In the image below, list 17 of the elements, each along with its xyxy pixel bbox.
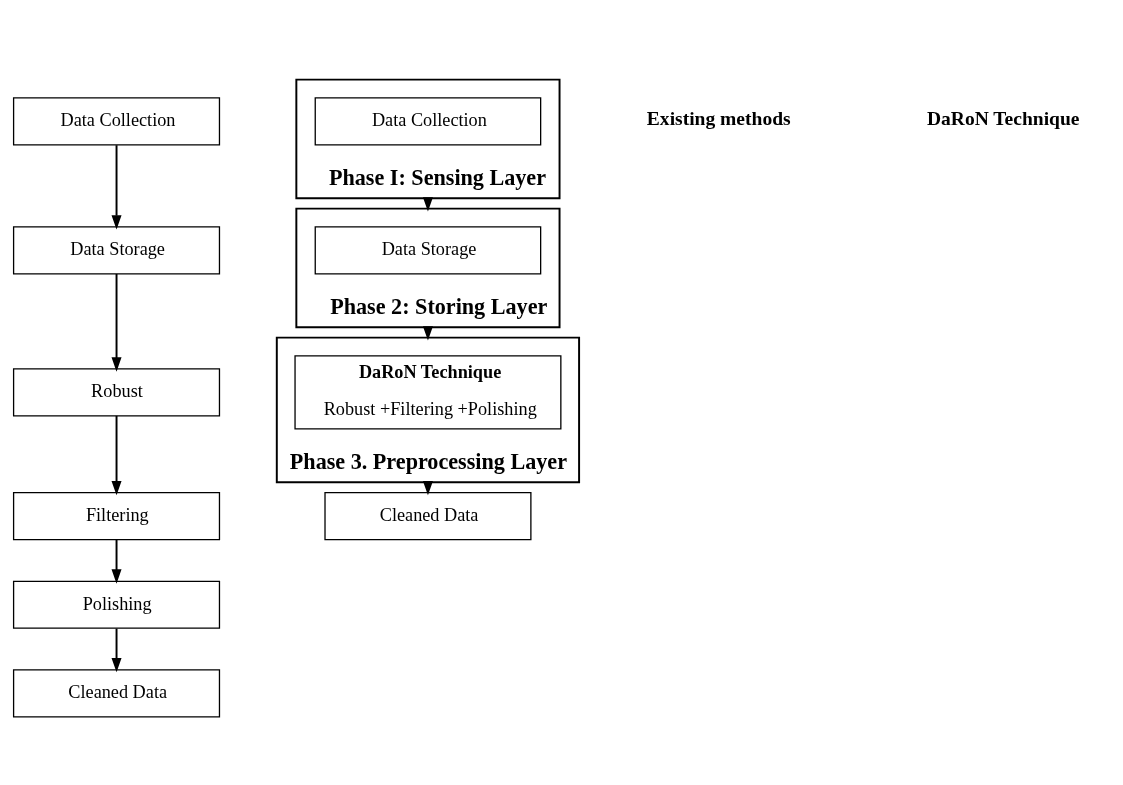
arrow — [111, 143, 122, 230]
node-box: Data Collection — [314, 96, 542, 145]
arrow — [111, 414, 122, 495]
node-box: Data Storage — [12, 225, 221, 274]
node-box: Cleaned Data — [324, 491, 532, 540]
node-box: Robust — [12, 367, 221, 416]
node-box: DaRoN Technique Robust +Filtering +Polishing — [294, 354, 562, 429]
node-box: Cleaned Data — [12, 668, 221, 717]
label: Existing methods — [646, 107, 791, 129]
node-box: Polishing — [12, 580, 221, 629]
node-box: Data Collection — [12, 96, 221, 145]
arrow — [111, 627, 122, 672]
node-box: Data Storage — [314, 225, 542, 274]
label: DaRoN Technique — [926, 107, 1080, 129]
arrow — [111, 272, 122, 372]
node-box: Filtering — [12, 491, 221, 540]
arrow — [111, 538, 122, 584]
